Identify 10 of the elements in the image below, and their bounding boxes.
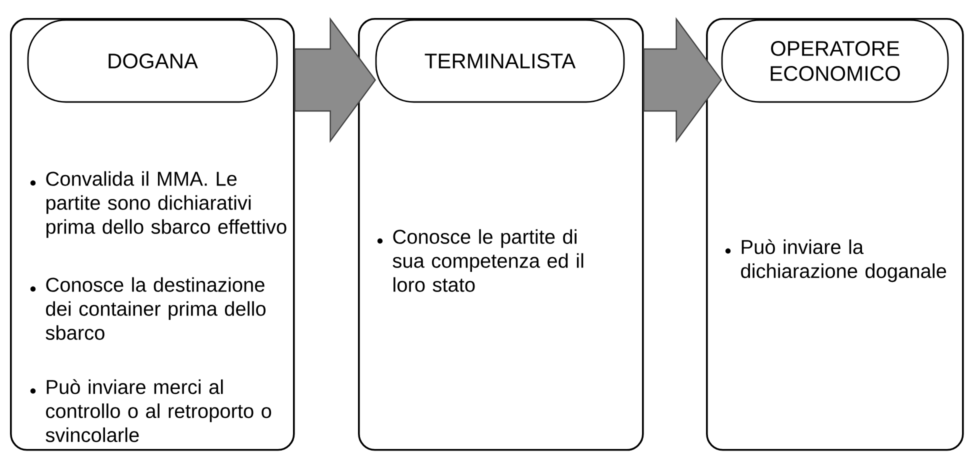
heading-pill: TERMINALISTA [375, 19, 625, 103]
bullet-text: Può inviare merci al controllo o al retroporto o svincolarle [46, 379, 272, 442]
block-arrow [294, 17, 376, 143]
heading-pill: OPERATORE ECONOMICO [721, 19, 949, 103]
bullet-text: Conosce la destinazione dei container prima dello sbarco [46, 277, 266, 340]
bullet-text: Può inviare la dichiarazione doganale [741, 239, 946, 282]
bullet-text: Convalida il MMA. Le partite sono dichiarativi prima dello sbarco effettivo [46, 171, 286, 238]
heading-pill: DOGANA [27, 19, 278, 103]
block-arrow [643, 17, 722, 143]
bullet-text: Conosce le partite di sua competenza ed il loro stato [392, 229, 584, 292]
